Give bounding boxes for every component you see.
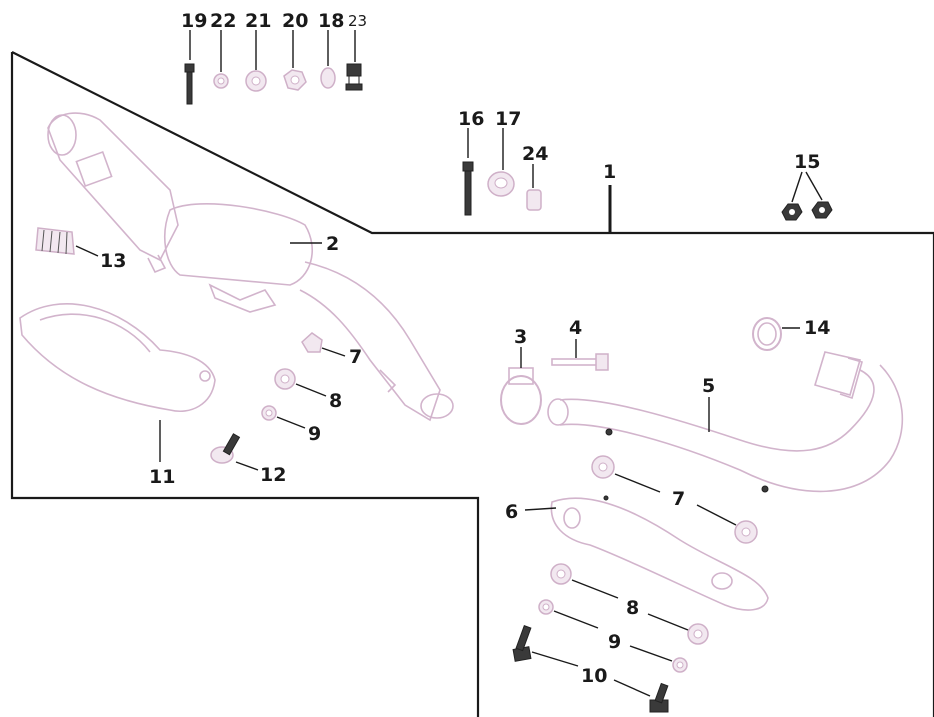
label-21: 21: [245, 10, 271, 32]
collar-7-left: [301, 332, 323, 353]
label-11: 11: [149, 466, 175, 488]
leader-8-right-a: [571, 579, 619, 599]
nut-15a: [781, 203, 803, 221]
leader-8-right-b: [647, 613, 689, 631]
clamp-3: [500, 367, 542, 425]
washer-8-left: [274, 368, 296, 390]
leader-7-right-a: [614, 473, 661, 493]
bolt-12: [210, 433, 241, 464]
bolt-10-b: [649, 682, 669, 713]
label-7-left: 7: [349, 346, 362, 368]
leader-7-right-b: [696, 504, 737, 526]
label-5: 5: [702, 375, 715, 397]
washer-21: [245, 70, 267, 92]
muffler-2: [47, 112, 454, 422]
leader-15b: [805, 171, 823, 201]
washer-9-left: [261, 405, 277, 421]
label-13: 13: [100, 250, 126, 272]
label-9-left: 9: [308, 423, 321, 445]
label-14: 14: [804, 317, 830, 339]
leader-12: [235, 461, 259, 471]
label-23: 23: [348, 12, 367, 30]
label-24: 24: [522, 143, 548, 165]
label-2: 2: [326, 233, 339, 255]
washer-7-right-b: [734, 520, 758, 544]
leader-13: [75, 245, 99, 257]
leader-10-b: [613, 679, 651, 697]
nut-15b: [811, 201, 833, 219]
bushing-18: [320, 67, 336, 89]
washer-9-right-b: [672, 657, 688, 673]
heat-shield-11: [19, 303, 216, 412]
label-6: 6: [505, 501, 518, 523]
nut-20: [283, 69, 307, 91]
label-18: 18: [318, 10, 344, 32]
label-9-right: 9: [608, 631, 621, 653]
label-3: 3: [514, 326, 527, 348]
label-4: 4: [569, 317, 582, 339]
leader-9-right-a: [553, 610, 599, 629]
leader-7-left: [321, 347, 346, 357]
leader-10-a: [531, 651, 579, 667]
leader-9-right-b: [629, 645, 673, 662]
label-17: 17: [495, 108, 521, 130]
bolt-10-a: [512, 625, 532, 662]
washer-17: [487, 171, 515, 197]
pad-13: [35, 227, 75, 255]
leader-15a: [791, 171, 803, 203]
label-8-right: 8: [626, 597, 639, 619]
label-12: 12: [260, 464, 286, 486]
collar-24: [526, 189, 542, 211]
collar-23: [345, 63, 363, 91]
label-7-right: 7: [672, 488, 685, 510]
leader-6: [524, 507, 557, 511]
label-22: 22: [210, 10, 236, 32]
label-15: 15: [794, 151, 820, 173]
bracket-6: [550, 495, 769, 611]
leader-8-left: [295, 383, 327, 397]
washer-8-right-b: [687, 623, 709, 645]
bolt-16: [462, 161, 474, 216]
label-20: 20: [282, 10, 308, 32]
washer-7-right-a: [591, 455, 615, 479]
label-8-left: 8: [329, 390, 342, 412]
washer-9-right-a: [538, 599, 554, 615]
label-16: 16: [458, 108, 484, 130]
label-10: 10: [581, 665, 607, 687]
assembly-outline: [10, 51, 934, 717]
bolt-19: [184, 63, 195, 105]
header-pipe-5: [547, 351, 904, 493]
leader-9-left: [276, 416, 306, 429]
label-19: 19: [181, 10, 207, 32]
gasket-14: [752, 317, 782, 351]
label-1: 1: [603, 161, 616, 183]
washer-8-right-a: [550, 563, 572, 585]
bolt-4: [551, 353, 609, 371]
